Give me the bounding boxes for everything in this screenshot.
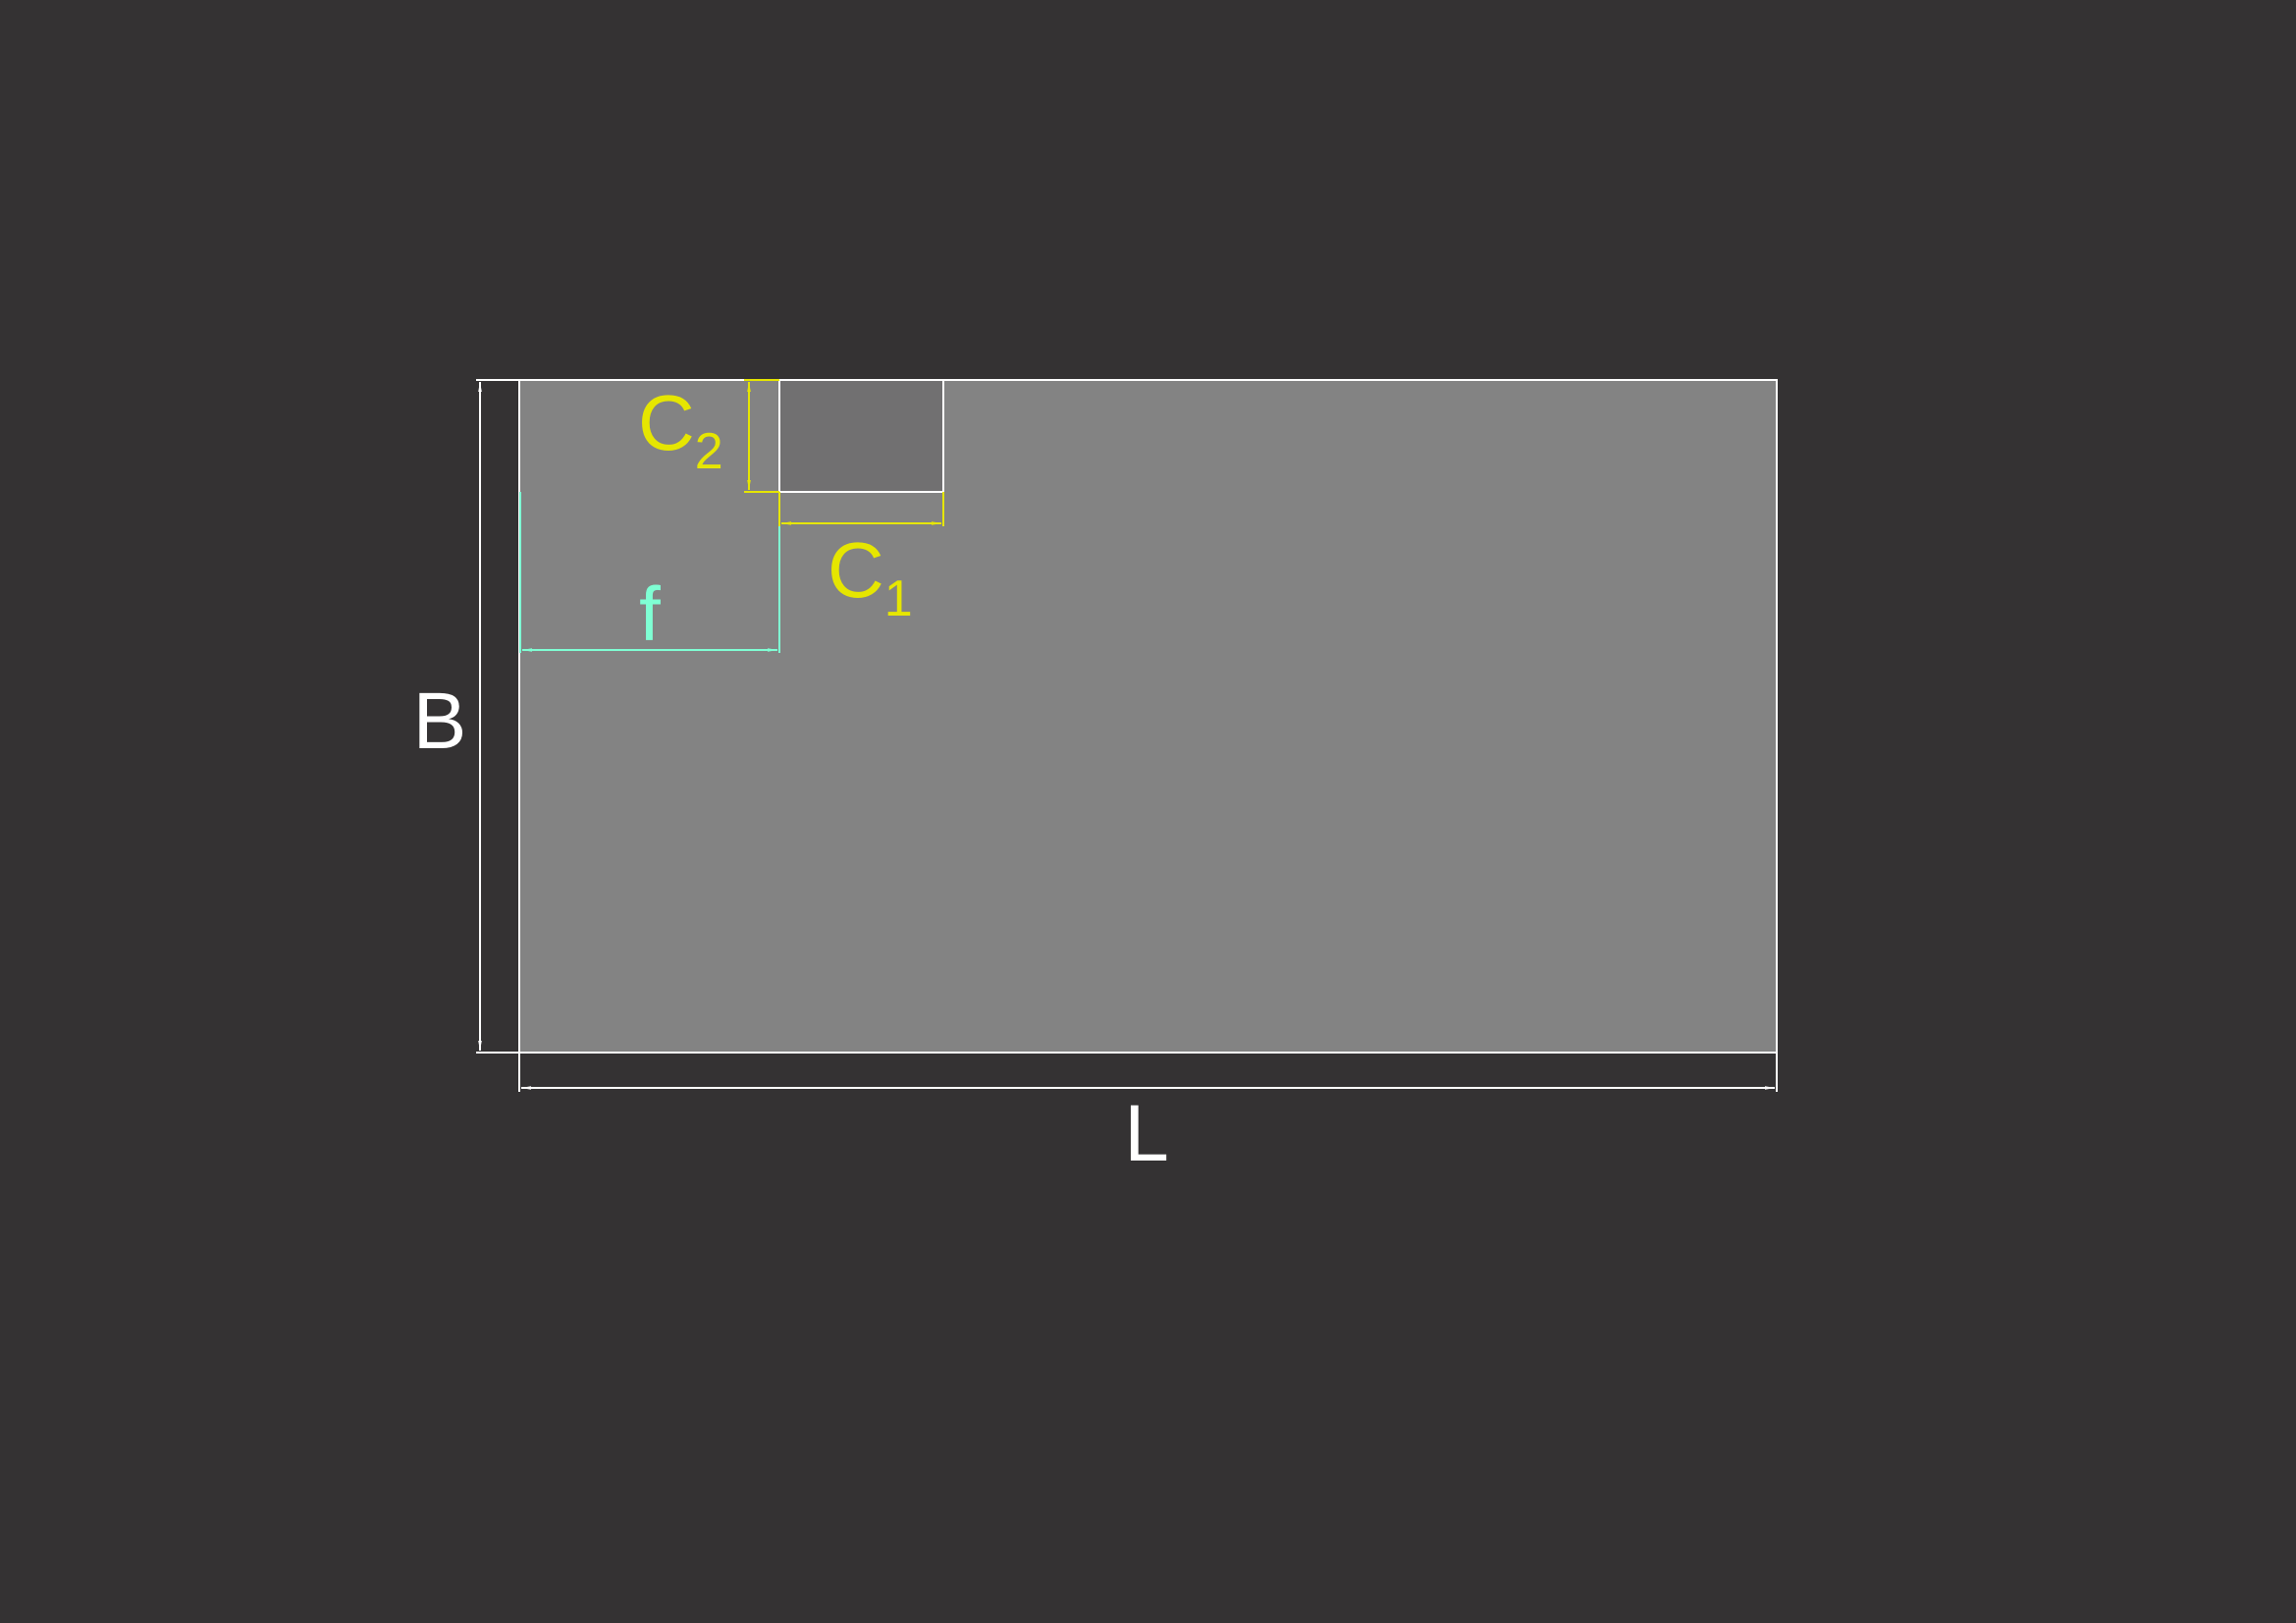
offset-dimension: f xyxy=(519,492,780,657)
c2-label-subscript: 2 xyxy=(695,423,723,480)
c1-label-base: C xyxy=(828,526,884,614)
length-label: L xyxy=(1124,1089,1169,1178)
c1-label-subscript: 1 xyxy=(884,570,913,627)
column-c1-dimension: C1 xyxy=(778,492,944,627)
column-c2-dimension: C2 xyxy=(638,379,779,493)
c2-label-base: C xyxy=(638,379,695,466)
c1-label: C1 xyxy=(828,526,913,627)
length-dimension: L xyxy=(518,1053,1778,1178)
offset-label: f xyxy=(639,570,661,657)
footing-slab xyxy=(518,379,1778,1054)
width-label: B xyxy=(413,676,467,766)
column-section xyxy=(778,379,944,493)
width-dimension: B xyxy=(413,379,519,1054)
c2-label: C2 xyxy=(638,379,723,480)
